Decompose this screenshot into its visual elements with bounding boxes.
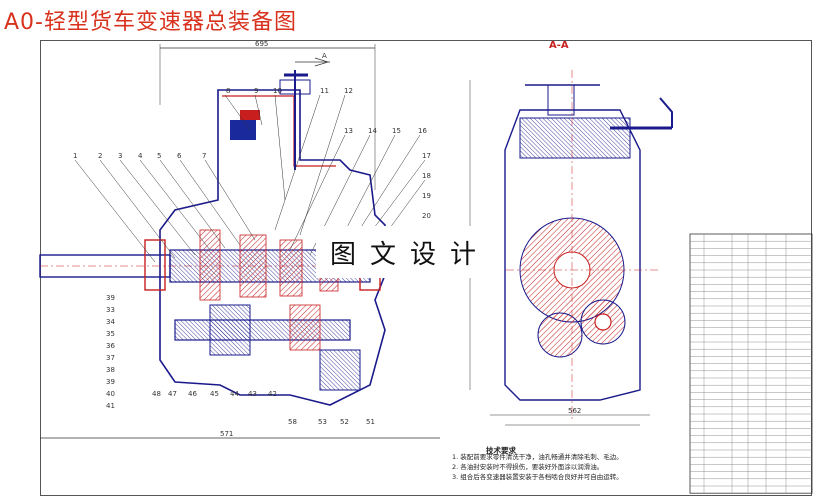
section-label: A-A	[549, 40, 569, 51]
callout-number: 18	[422, 172, 431, 180]
watermark: 图文设计	[316, 226, 504, 278]
callout-number: 15	[392, 127, 401, 135]
callout-number: 8	[226, 87, 230, 95]
callout-number: 6	[177, 152, 182, 160]
callout-number: 40	[106, 390, 115, 398]
shift-block	[230, 120, 256, 140]
callout-number: 17	[422, 152, 431, 160]
callout-number: 33	[106, 306, 115, 314]
callout-number: 5	[157, 152, 161, 160]
callout-number: 48	[152, 390, 161, 398]
dim-top: 695	[255, 40, 268, 48]
callout-number: 7	[202, 152, 206, 160]
callout-number: 14	[368, 127, 377, 135]
callout-number: 11	[320, 87, 329, 95]
callout-number: 52	[340, 418, 349, 426]
callout-number: 58	[288, 418, 297, 426]
callout-number: 3	[118, 152, 122, 160]
callout-number: 42	[268, 390, 277, 398]
note-line: 1. 装配前要求零件清洗干净，油孔畅通并清除毛刺、毛边。	[452, 453, 623, 461]
callout-number: 45	[210, 390, 219, 398]
callout-number: 20	[422, 212, 431, 220]
callout-number: 43	[248, 390, 257, 398]
callout-number: 46	[188, 390, 197, 398]
callout-number: 2	[98, 152, 102, 160]
callout-number: 51	[366, 418, 375, 426]
callout-number: 53	[318, 418, 327, 426]
callout-number: 39	[106, 294, 115, 302]
callout-number: 38	[106, 366, 115, 374]
callout-number: 12	[344, 87, 353, 95]
bom-table	[689, 233, 813, 494]
callout-number: 44	[230, 390, 239, 398]
callout-number: 36	[106, 342, 115, 350]
technical-notes: 技术要求 1. 装配前要求零件清洗干净，油孔畅通并清除毛刺、毛边。 2. 各油封…	[452, 446, 623, 482]
callout-number: 13	[344, 127, 353, 135]
callout-number: 4	[138, 152, 143, 160]
callout-number: 37	[106, 354, 115, 362]
drawing-title: A0-轻型货车变速器总装备图	[4, 10, 297, 35]
callout-number: 41	[106, 402, 115, 410]
note-line: 2. 各油封安装时不得损伤，要装好外面涂以润滑油。	[452, 463, 604, 471]
callout-number: 1	[73, 152, 77, 160]
callout-number: 10	[273, 87, 282, 95]
dim-bottom: 571	[220, 430, 233, 438]
arrow-label: A	[322, 52, 327, 60]
callout-number: 16	[418, 127, 427, 135]
dim-section: 562	[568, 407, 581, 415]
notes-title: 技术要求	[486, 446, 516, 455]
callout-number: 19	[422, 192, 431, 200]
callout-number: 35	[106, 330, 115, 338]
callout-number: 9	[254, 87, 258, 95]
section-view: 562	[469, 70, 673, 426]
note-line: 3. 组合后各变速器装置安装于各档啮合良好并可自由运转。	[452, 473, 623, 481]
callout-number: 47	[168, 390, 177, 398]
callout-number: 39	[106, 378, 115, 386]
callout-number: 34	[106, 318, 115, 326]
